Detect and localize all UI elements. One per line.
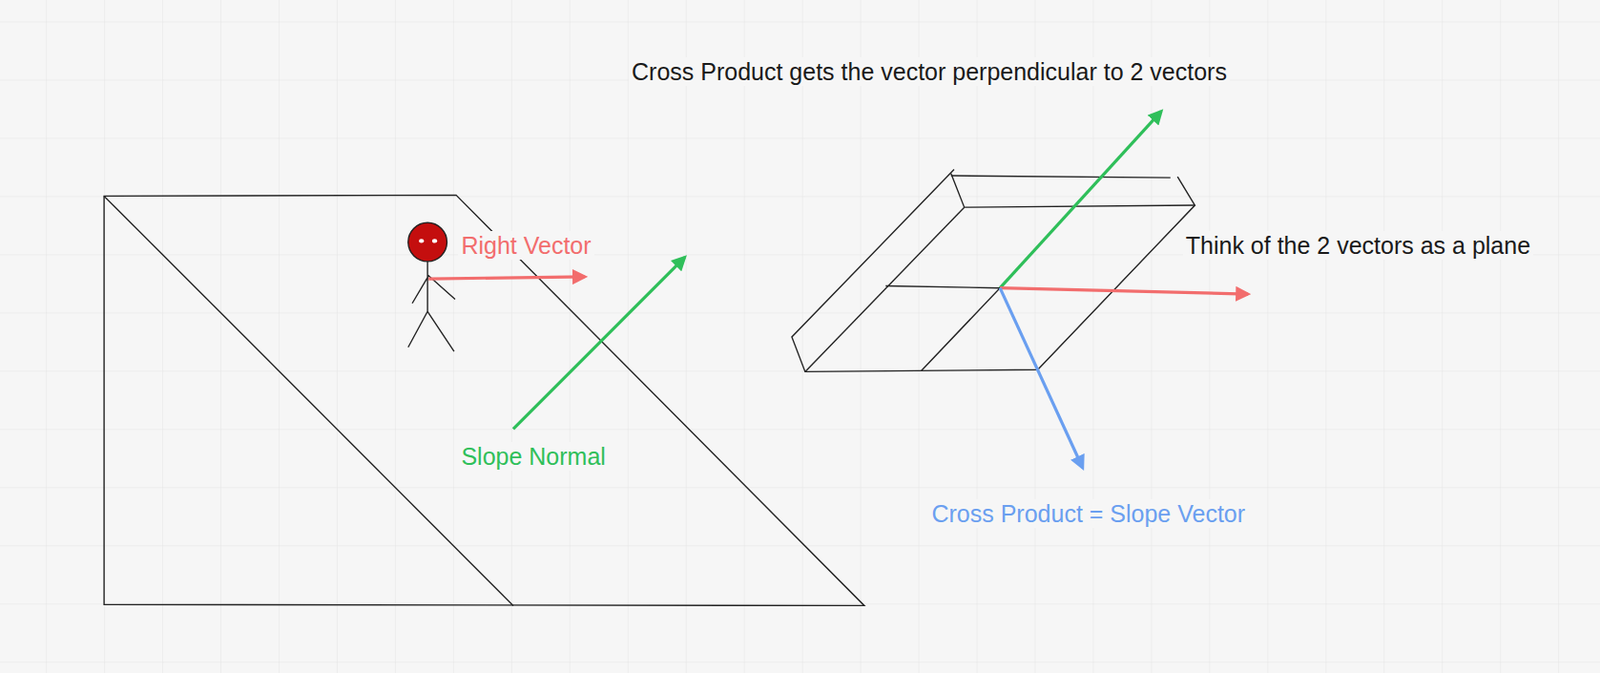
vectors-right: [999, 111, 1248, 468]
side-note: Think of the 2 vectors as a plane: [1183, 230, 1534, 260]
slope-shape: [103, 194, 865, 605]
vectors-left: [428, 257, 685, 430]
vector-label: Slope Normal: [457, 441, 608, 471]
plane-slab: [791, 169, 1195, 373]
stick-figure: [408, 222, 456, 352]
vector-label: Right Vector: [457, 230, 594, 260]
heading-note: Cross Product gets the vector perpendicu…: [628, 57, 1230, 86]
vector-label: Cross Product = Slope Vector: [928, 498, 1248, 528]
